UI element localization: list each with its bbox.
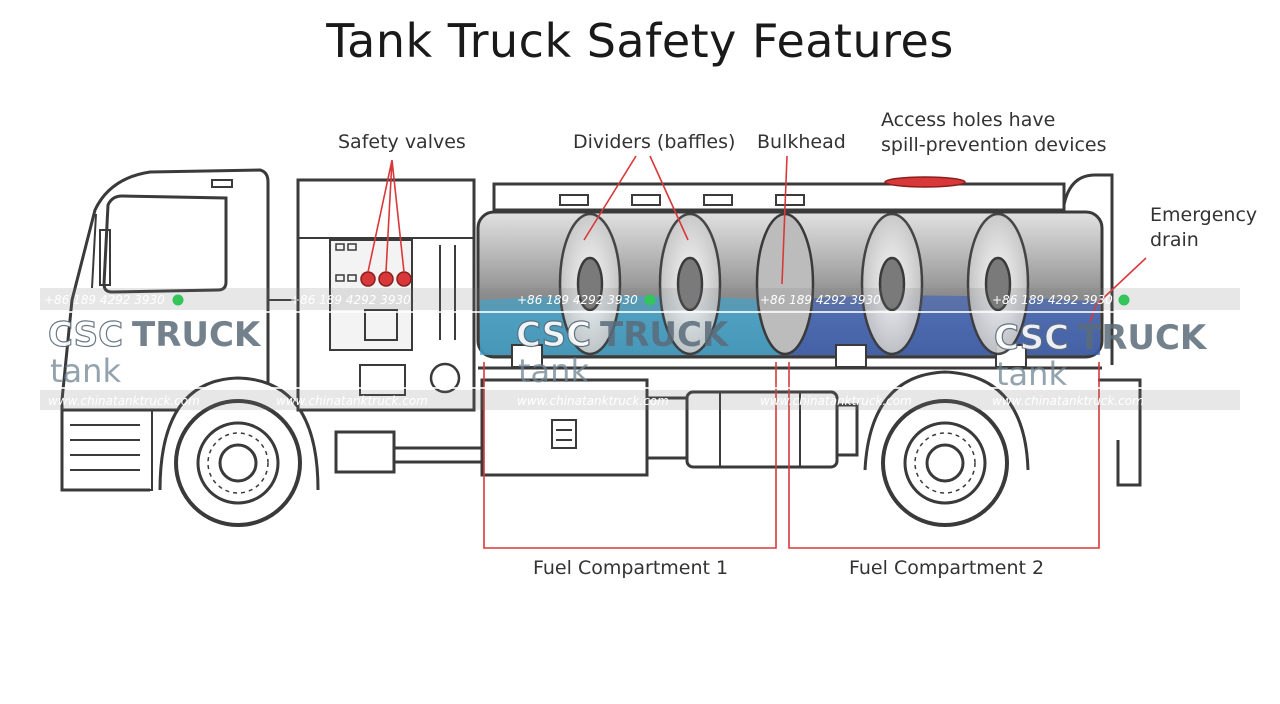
watermark-brand-b-2: TRUCK — [600, 315, 730, 355]
watermark-phone-1: +86 189 4292 3930 — [44, 293, 165, 307]
watermark-phone-5: +86 189 4292 3930 — [992, 293, 1113, 307]
watermark-sub-1: tank — [50, 352, 121, 390]
watermark-brand-a-1: CSC — [48, 315, 123, 355]
label-emergency-line1: Emergency — [1150, 204, 1258, 226]
label-safety-valves: Safety valves — [338, 131, 466, 153]
watermark-url-4: www.chinatanktruck.com — [760, 394, 912, 408]
label-compartment-2: Fuel Compartment 2 — [849, 557, 1045, 579]
baffles — [558, 212, 1030, 356]
bulkhead — [755, 212, 815, 356]
chassis — [334, 378, 1142, 487]
watermark-url-3: www.chinatanktruck.com — [517, 394, 669, 408]
label-access-holes-line2: spill-prevention devices — [881, 134, 1107, 156]
label-bulkhead: Bulkhead — [757, 131, 846, 153]
front-wheel — [158, 376, 320, 527]
watermark-phone-3: +86 189 4292 3930 — [517, 293, 638, 307]
label-access-holes-line1: Access holes have — [881, 109, 1056, 131]
watermark-brand-a-2: CSC — [516, 315, 591, 355]
watermark-url-5: www.chinatanktruck.com — [992, 394, 1144, 408]
label-dividers: Dividers (baffles) — [573, 131, 736, 153]
whatsapp-icon — [1118, 294, 1130, 306]
watermark-brand-a-3: CSC — [994, 318, 1069, 358]
watermark-url-2: www.chinatanktruck.com — [276, 394, 428, 408]
whatsapp-icon — [172, 294, 184, 306]
rear-wheel — [863, 370, 1030, 527]
annotation-lines — [367, 155, 1147, 549]
watermark: +86 189 4292 3930 +86 189 4292 3930 +86 … — [40, 288, 1240, 410]
label-emergency-line2: drain — [1150, 229, 1199, 251]
watermark-url-1: www.chinatanktruck.com — [48, 394, 200, 408]
watermark-sub-3: tank — [996, 355, 1067, 393]
equipment-cabinet — [296, 178, 476, 412]
label-compartment-1: Fuel Compartment 1 — [533, 557, 729, 579]
watermark-sub-2: tank — [518, 352, 589, 390]
safety-valves — [360, 271, 412, 287]
page-title: Tank Truck Safety Features — [326, 14, 954, 68]
watermark-phone-4: +86 189 4292 3930 — [760, 293, 881, 307]
whatsapp-icon — [644, 294, 656, 306]
watermark-brand-b-3: TRUCK — [1078, 318, 1208, 358]
watermark-phone-2: +86 189 4292 3930 — [290, 293, 411, 307]
watermark-brand-b-1: TRUCK — [132, 315, 262, 355]
